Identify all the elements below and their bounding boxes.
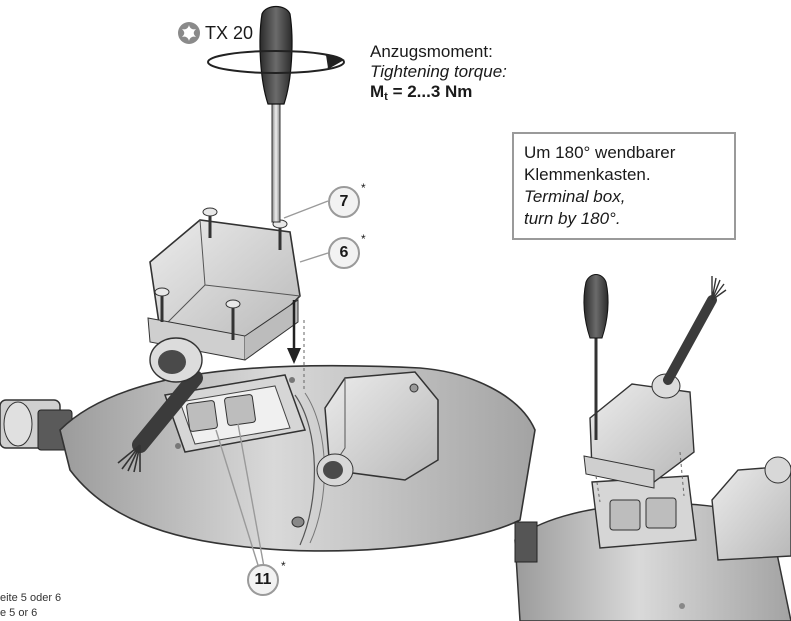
assembly-arrow-icon (287, 300, 305, 392)
item-badge-7: 7 (328, 186, 360, 218)
item-badge-11-mark: * (281, 559, 286, 573)
item-badge-6: 6 (328, 237, 360, 269)
torque-label-de: Anzugsmoment: (370, 42, 493, 61)
torque-spec: Anzugsmoment: Tightening torque: Mt = 2.… (370, 42, 507, 107)
tool-size: TX 20 (205, 23, 254, 43)
torque-value: = 2...3 Nm (387, 82, 473, 101)
note-en-line-1: Terminal box, (524, 187, 626, 206)
turn-note-box: Um 180° wendbarer Klemmenkasten. Termina… (512, 132, 736, 240)
torque-symbol: M (370, 82, 385, 101)
item-badge-11: 11 (247, 564, 279, 596)
callout-leaders (215, 200, 329, 579)
cable (117, 370, 203, 473)
screwdriver (259, 5, 293, 223)
torque-label-en: Tightening torque: (370, 62, 507, 81)
item-badge-7-mark: * (361, 181, 366, 195)
torx-icon (178, 22, 200, 44)
note-en-line-2: turn by 180°. (524, 209, 621, 228)
connector-plate (163, 374, 307, 453)
terminal-box-cover (147, 207, 301, 383)
footnote-line-2: e 5 or 6 (0, 607, 38, 619)
item-badge-6-mark: * (361, 232, 366, 246)
rotation-arrow-icon (207, 50, 345, 74)
torque-subscript: t (384, 91, 388, 103)
left-fitting (0, 399, 73, 451)
torque-formula: Mt = 2...3 Nm (370, 82, 507, 107)
small-view-assembly (514, 274, 791, 621)
side-terminal-box (316, 371, 439, 487)
note-de-line-2: Klemmenkasten. (524, 165, 651, 184)
tool-label: TX 20 (177, 21, 253, 45)
note-de-line-1: Um 180° wendbarer (524, 143, 676, 162)
footnote-line-1: eite 5 oder 6 (0, 592, 62, 604)
